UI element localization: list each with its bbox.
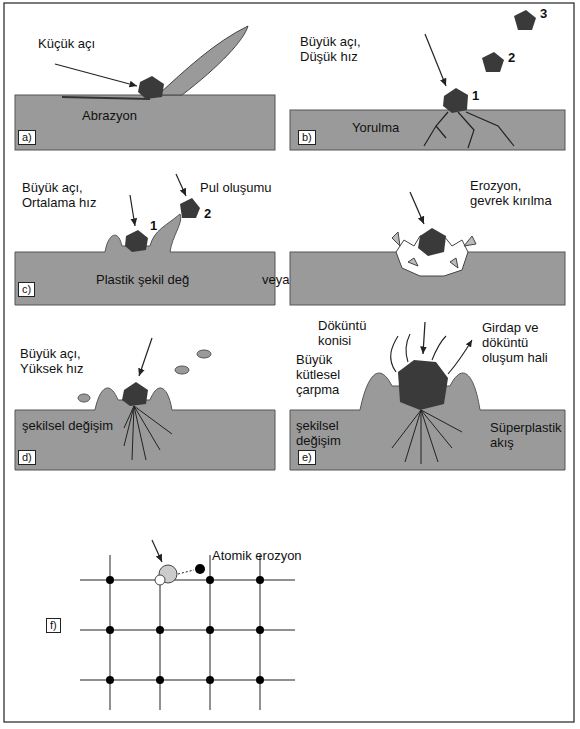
- callout-number: 2: [508, 50, 515, 65]
- panel-tag: e): [298, 450, 316, 465]
- mechanism-label: Atomik erozyon: [212, 548, 302, 563]
- panel-a: [15, 26, 275, 150]
- condition-label: Büyük açı, Ortalama hız: [22, 180, 122, 210]
- panel-c: [15, 174, 565, 305]
- panel-tag: b): [298, 130, 316, 145]
- callout-number: 1: [472, 88, 479, 103]
- panel-tag: f): [46, 618, 61, 633]
- connector-word: veya: [262, 272, 289, 287]
- mechanism-label: Abrazyon: [82, 108, 137, 123]
- panel-f: [80, 555, 295, 710]
- debris-label: Döküntü konisi: [318, 318, 390, 348]
- panel-tag: c): [18, 282, 35, 297]
- outer-frame: [4, 3, 574, 722]
- condition-label: Büyük açı, Düşük hız: [300, 34, 396, 64]
- panel-tag: a): [18, 130, 36, 145]
- callout-number: 3: [540, 6, 547, 21]
- flow-label: Süperplastik akış: [490, 420, 560, 450]
- mechanism-label: Yorulma: [352, 120, 399, 135]
- panel-b: [290, 10, 565, 150]
- impact-label: Büyük kütlesel çarpma: [296, 352, 368, 397]
- debris-label: Girdap ve döküntü oluşum hali: [482, 320, 562, 365]
- mechanism-label: şekilsel değişim: [22, 418, 113, 433]
- panel-d: [15, 338, 275, 470]
- mechanism-label: Plastik şekil değ: [96, 272, 189, 287]
- mechanism-label: Pul oluşumu: [200, 180, 272, 195]
- panel-tag: d): [18, 450, 36, 465]
- angle-label: Küçük açı: [38, 36, 95, 51]
- mechanism-label: şekilsel değişim: [296, 418, 360, 448]
- condition-label: Büyük açı, Yüksek hız: [20, 346, 112, 376]
- atomic-impact: [152, 540, 205, 585]
- callout-number: 2: [204, 206, 211, 221]
- callout-number: 1: [150, 218, 157, 233]
- mechanism-label: Erozyon, gevrek kırılma: [470, 178, 560, 208]
